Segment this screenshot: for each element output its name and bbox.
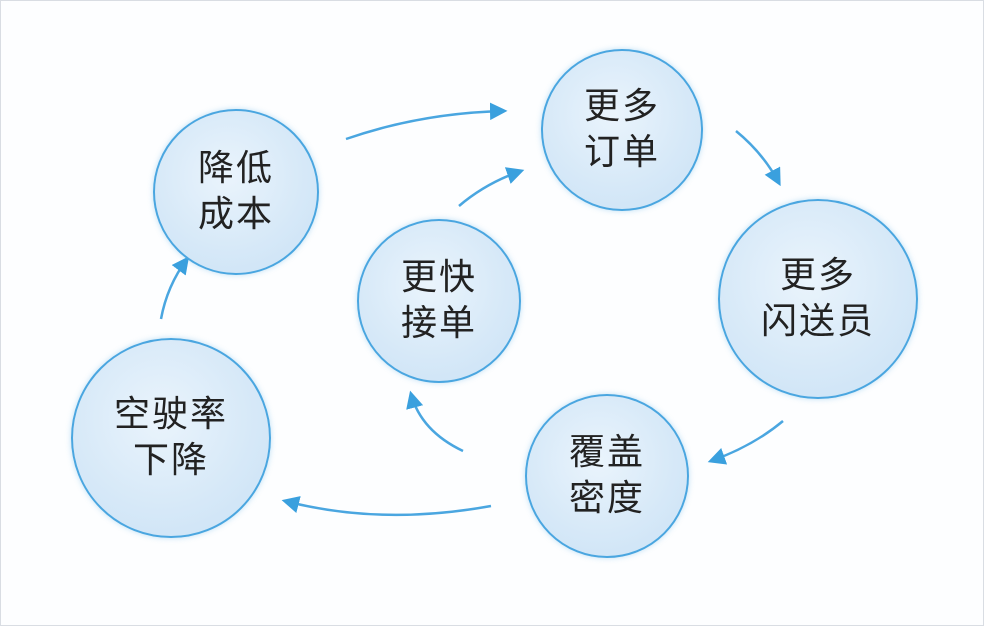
node-more-orders: 更多 订单: [541, 49, 703, 211]
node-label-line: 更多: [583, 86, 660, 127]
node-label-line: 更快: [400, 257, 477, 298]
node-empty-rate-down: 空驶率 下降: [71, 338, 271, 538]
arrow-faster-to-more-orders: [458, 167, 525, 207]
node-faster-acceptance: 更快 接单: [357, 219, 521, 383]
node-label-line: 成本: [197, 194, 274, 235]
node-label-line: 下降: [132, 440, 209, 481]
node-lower-cost: 降低 成本: [153, 109, 319, 275]
arrow-more-orders-to-more-couriers: [735, 130, 781, 187]
arrow-lower-cost-to-more-orders: [345, 102, 508, 141]
node-label-line: 接单: [400, 303, 477, 344]
node-label-line: 覆盖: [568, 432, 645, 473]
node-label-line: 闪送员: [760, 301, 875, 342]
node-coverage-density: 覆盖 密度: [525, 394, 689, 558]
arrow-more-couriers-to-coverage: [707, 420, 784, 465]
node-label-line: 订单: [583, 132, 660, 173]
node-more-couriers: 更多 闪送员: [718, 199, 918, 399]
node-label-line: 空驶率: [113, 394, 228, 435]
arrow-coverage-to-faster: [406, 390, 464, 453]
arrow-coverage-to-empty-rate: [281, 496, 492, 517]
arrow-empty-rate-to-lower-cost: [159, 256, 190, 320]
node-label-line: 密度: [568, 478, 645, 519]
node-label-line: 更多: [779, 255, 856, 296]
node-label-line: 降低: [197, 148, 274, 189]
